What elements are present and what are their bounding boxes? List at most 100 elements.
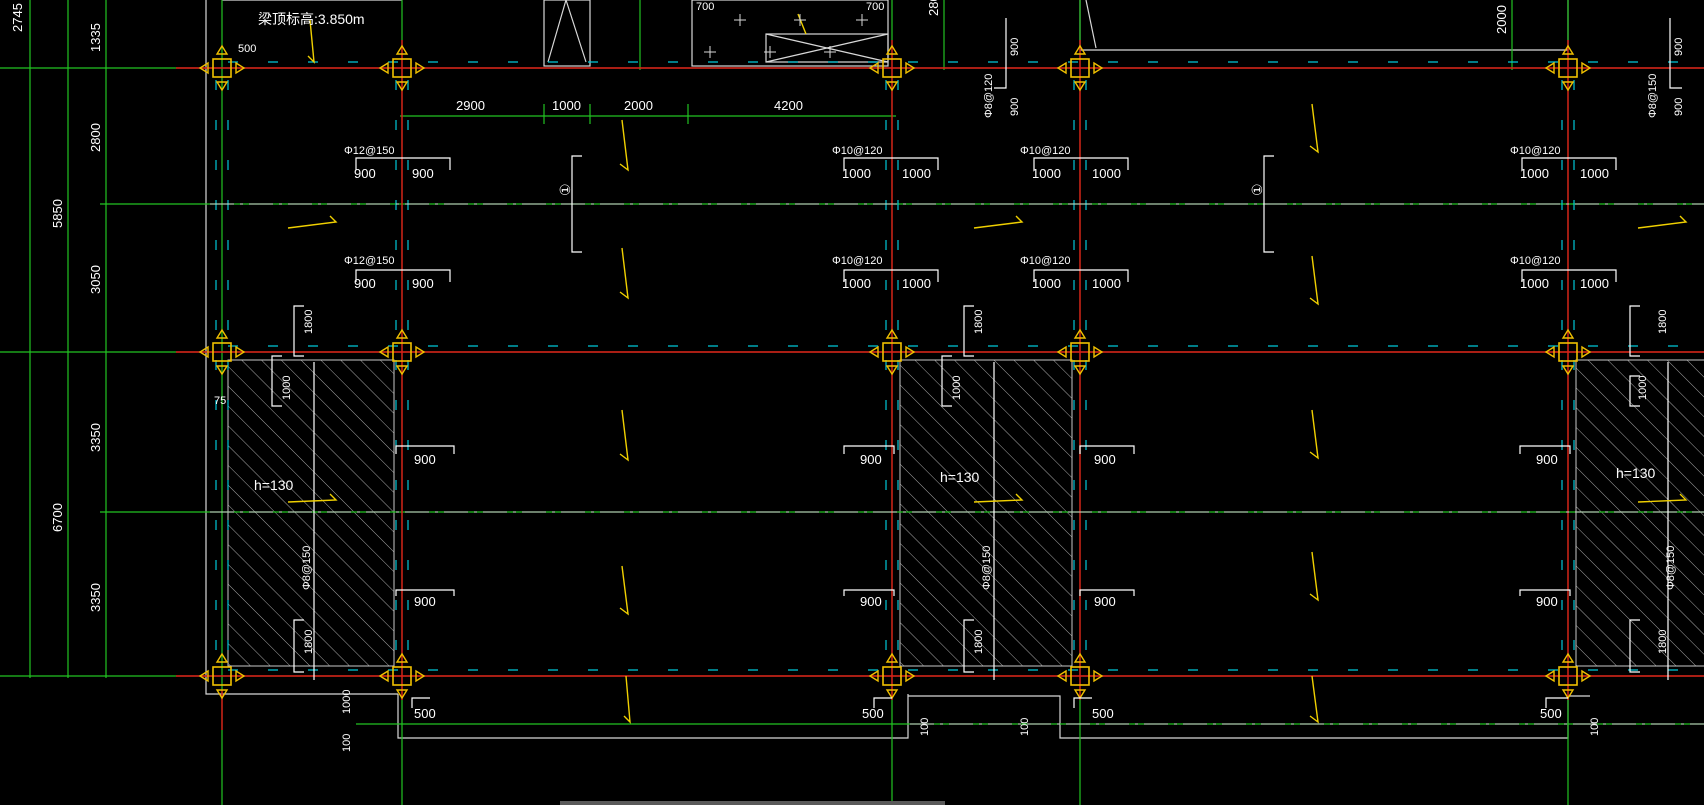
bar-length-vertical: 900 [1673,98,1685,116]
window-marks [704,14,868,58]
bar-length-vertical: 1000 [341,690,353,714]
section-mark: ① [1249,183,1265,196]
slab-hatch-right [1575,359,1704,667]
rebar-bracket-group [271,18,1682,708]
dim-text-2000-top: 2000 [1494,5,1509,34]
horizontal-scrollbar[interactable] [560,801,945,805]
slab-hatch-mid [899,359,1073,667]
rebar-label-vertical: Φ8@150 [301,546,313,590]
bar-length: 1000 [1032,276,1061,291]
bar-length-vertical: 1800 [303,630,315,654]
bar-length-vertical: 100 [1019,718,1031,736]
rebar-label: Φ10@120 [1510,255,1561,267]
bar-length: 900 [414,594,436,609]
bar-length: 900 [1094,594,1116,609]
beam-top-elevation-label: 梁顶标高:3.850m [258,11,365,27]
bar-length-vertical: 900 [1009,38,1021,56]
bar-length: 1000 [1520,166,1549,181]
dim-text-top-partial: 2745 [10,3,25,32]
bar-length: 75 [214,395,226,407]
bar-length: 1000 [902,276,931,291]
column-symbol [1056,44,1104,92]
bar-length: 1000 [902,166,931,181]
bar-length-vertical: 1800 [973,630,985,654]
column-symbol [868,652,916,700]
bar-length-vertical: 1000 [951,376,963,400]
dim-text-2000: 2000 [624,98,653,113]
dim-text-d2: 2800 [88,123,103,152]
slab-hatch-left [227,359,395,667]
bar-length: 1000 [1092,276,1121,291]
bar-length-vertical: 100 [919,718,931,736]
dim-text-4200: 4200 [774,98,803,113]
slab-hatch-group [227,359,1704,667]
column-symbol [198,328,246,376]
dim-text-700-right: 700 [866,1,884,13]
rebar-mark-group [287,13,1688,724]
dim-text-d5: 3350 [88,583,103,612]
bar-length: 900 [414,452,436,467]
column-symbol [1544,328,1592,376]
bar-length-vertical: 1000 [1637,376,1649,400]
column-symbol [1056,652,1104,700]
bar-length-vertical: 1000 [281,376,293,400]
bar-length-vertical: 900 [1009,98,1021,116]
bar-length: 1000 [1580,166,1609,181]
slab-thickness-label: h=130 [940,469,980,485]
dim-text-total-lower: 6700 [50,503,65,532]
bar-length-group: 900 900 900 900 1000 1000 1000 1000 1000… [214,38,1685,752]
section-mark-group: ① ① [557,183,1265,196]
rebar-label: Φ10@120 [832,145,883,157]
bar-length: 900 [1536,452,1558,467]
bar-length: 1000 [842,166,871,181]
rebar-label: Φ12@150 [344,255,395,267]
column-symbol [198,44,246,92]
rebar-label: Φ10@120 [1020,255,1071,267]
dim-text-d4: 3350 [88,423,103,452]
slab-thickness-label: h=130 [254,477,294,493]
bar-length: 900 [412,276,434,291]
bar-length: 500 [414,706,436,721]
column-symbol [198,652,246,700]
bar-length: 1000 [1520,276,1549,291]
bar-length: 500 [1540,706,1562,721]
left-dimension-texts: 2745 1335 2800 5850 3050 3350 6700 3350 [10,3,103,612]
dim-text-d1: 1335 [88,23,103,52]
bar-length-vertical: 1800 [303,310,315,334]
column-symbol [378,44,426,92]
beam-edge-dashed-group [215,61,1704,671]
bar-length: 900 [1094,452,1116,467]
bar-length: 900 [860,452,882,467]
column-symbol [1544,652,1592,700]
rebar-label-vertical: Φ8@150 [1647,74,1659,118]
column-symbol [868,328,916,376]
dim-text-2900: 2900 [456,98,485,113]
bar-length-vertical: 1800 [1657,630,1669,654]
rebar-label-vertical: Φ8@150 [981,546,993,590]
rebar-label: Φ12@150 [344,145,395,157]
rebar-label-vertical: Φ8@120 [983,74,995,118]
bar-length: 1000 [842,276,871,291]
dim-text-700-left: 700 [696,1,714,13]
dim-text-d3: 3050 [88,265,103,294]
bar-length: 1000 [1092,166,1121,181]
rebar-label-group: Φ12@150 Φ12@150 Φ10@120 Φ10@120 Φ10@120 … [301,74,1677,590]
bar-length: 500 [238,43,256,55]
bar-length: 900 [354,166,376,181]
dim-text-280: 280 [926,0,941,16]
bar-length: 900 [412,166,434,181]
rebar-label-vertical: Φ8@150 [1665,546,1677,590]
bar-length: 900 [1536,594,1558,609]
bar-length-vertical: 100 [1589,718,1601,736]
bar-length: 1000 [1580,276,1609,291]
bar-length-vertical: 900 [1673,38,1685,56]
column-symbol [1544,44,1592,92]
slab-thickness-label: h=130 [1616,465,1656,481]
column-symbol [1056,328,1104,376]
column-symbol [378,652,426,700]
column-symbol [868,44,916,92]
column-symbol [378,328,426,376]
bar-length-vertical: 1800 [1657,310,1669,334]
bar-length: 500 [862,706,884,721]
